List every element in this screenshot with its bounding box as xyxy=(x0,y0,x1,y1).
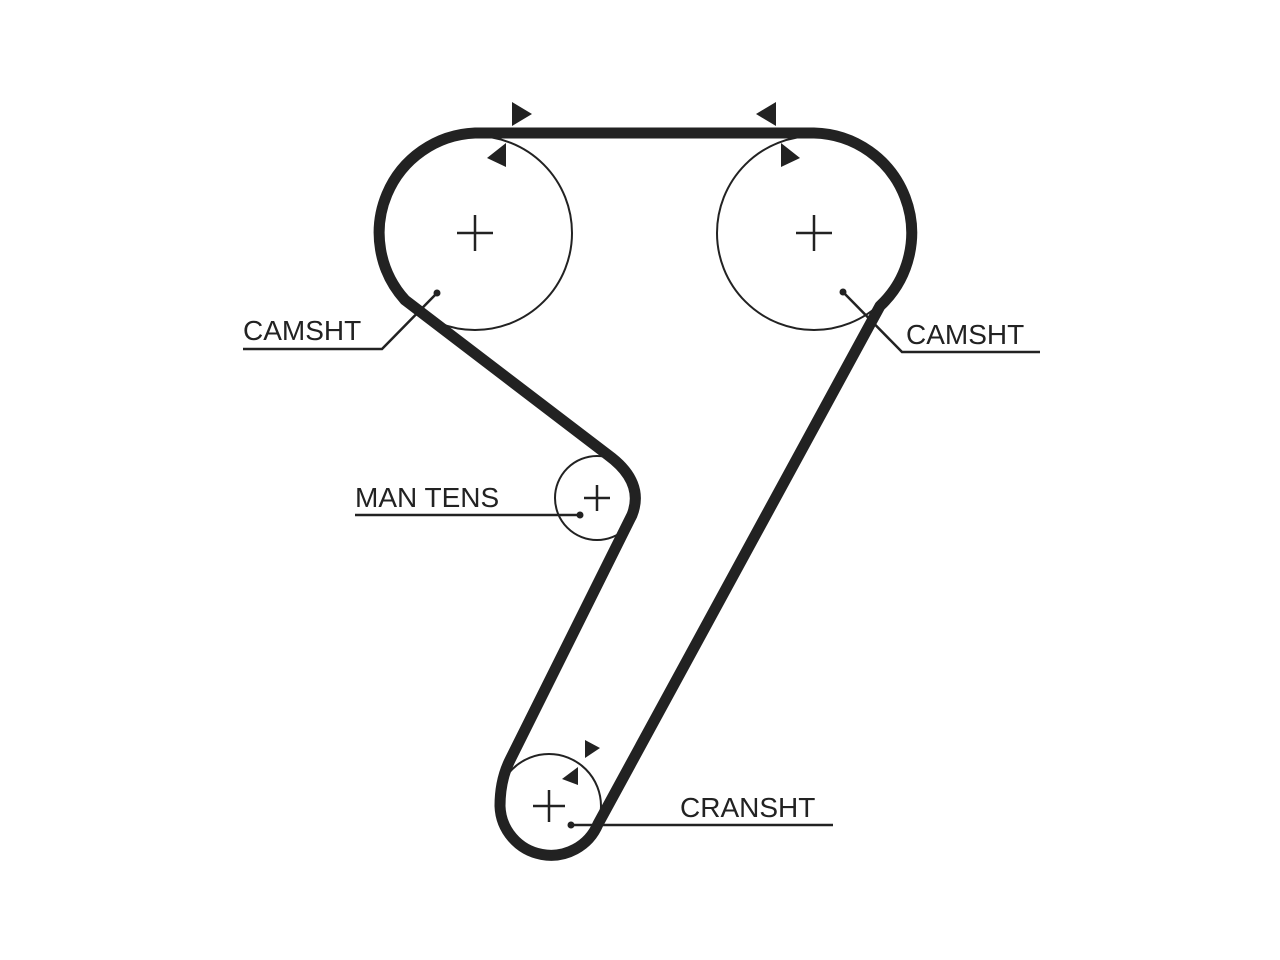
camshaft-left-belt-mark-arrow xyxy=(512,102,532,126)
manual-tensioner-center-mark xyxy=(584,485,610,511)
manual-tensioner-label: MAN TENS xyxy=(355,482,499,513)
camshaft-left-leader xyxy=(243,289,441,351)
camshaft-right-label: CAMSHT xyxy=(906,319,1024,350)
crankshaft-belt-mark-arrow xyxy=(585,740,600,758)
camshaft-right-belt-mark-arrow xyxy=(756,102,776,126)
crankshaft-pulley-mark-arrow xyxy=(562,767,578,785)
crankshaft-label: CRANSHT xyxy=(680,792,815,823)
camshaft-left-pulley-mark-arrow xyxy=(487,143,506,167)
crankshaft-center-mark xyxy=(533,790,565,822)
camshaft-left-center-mark xyxy=(457,215,493,251)
camshaft-left-label: CAMSHT xyxy=(243,315,361,346)
timing-belt xyxy=(373,127,918,861)
camshaft-right-center-mark xyxy=(796,215,832,251)
manual-tensioner-leader xyxy=(355,511,584,519)
camshaft-right-pulley-mark-arrow xyxy=(781,143,800,167)
camshaft-right-leader xyxy=(839,288,1040,354)
crankshaft-leader xyxy=(567,821,833,829)
